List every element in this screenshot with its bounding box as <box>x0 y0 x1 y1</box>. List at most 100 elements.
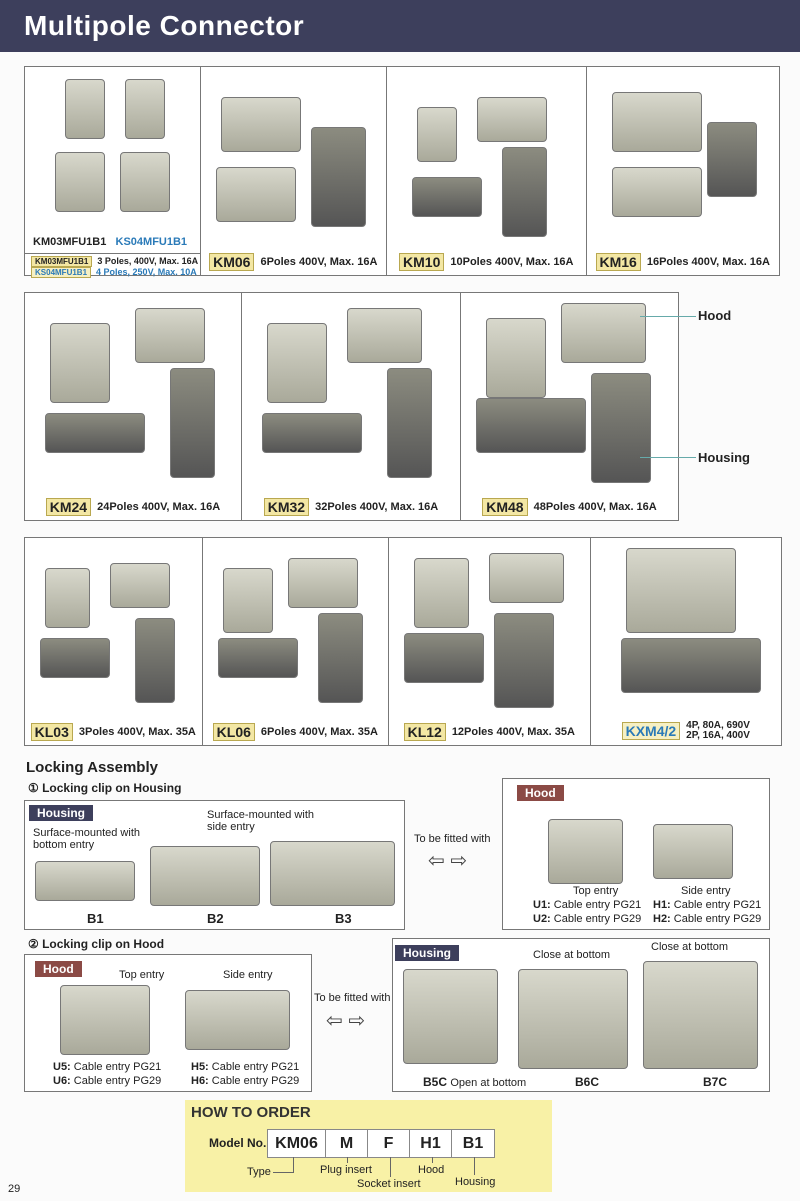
page-number: 29 <box>8 1183 21 1195</box>
type-label: Type <box>247 1166 271 1178</box>
plug-insert-label: Plug insert <box>320 1164 372 1176</box>
side-entry-label: Side entry <box>223 969 273 981</box>
close-bottom-label: Close at bottom <box>533 949 611 961</box>
model-code: KM16 <box>595 253 641 271</box>
product-km06: KM06 6Poles 400V, Max. 16A <box>201 67 388 275</box>
model-km03: KM03MFU1B1 <box>33 236 107 248</box>
part-hood: H1 <box>410 1130 452 1157</box>
socket-insert-label: Socket insert <box>357 1178 421 1190</box>
product-kl12: KL12 12Poles 400V, Max. 35A <box>389 538 591 745</box>
housing-label: Housing <box>455 1176 496 1188</box>
code-h2: H2: <box>653 913 671 925</box>
model-code: KXM4/2 <box>621 722 681 740</box>
b5c-description: Open at bottom <box>450 1077 527 1089</box>
code-h1: H1: <box>653 899 671 911</box>
u2-text: Cable entry PG29 <box>553 913 642 925</box>
spec-code: KS04MFU1B1 <box>31 267 92 278</box>
h1-text: Cable entry PG21 <box>673 899 762 911</box>
spec-text: 4P, 80A, 690V <box>686 720 750 731</box>
spec-text: 16Poles 400V, Max. 16A <box>646 256 770 268</box>
spec-text: 48Poles 400V, Max. 16A <box>533 501 657 513</box>
model-code: KL12 <box>403 723 446 741</box>
model-code: KM10 <box>399 253 445 271</box>
model-code: KL03 <box>30 723 73 741</box>
code-u1: U1: <box>533 899 551 911</box>
u1-text: Cable entry PG21 <box>553 899 642 911</box>
part-housing: B1 <box>462 1135 484 1152</box>
top-entry-label: Top entry <box>573 885 619 897</box>
spec-text: 32Poles 400V, Max. 16A <box>315 501 439 513</box>
section-2-title: ② Locking clip on Hood <box>28 937 165 951</box>
product-row-3: KL03 3Poles 400V, Max. 35A KL06 6Poles 400… <box>24 537 782 746</box>
double-arrow-icon: ⇦ ⇨ <box>428 850 468 872</box>
housing-clip-box: Housing Surface-mounted with bottom entr… <box>24 800 405 930</box>
h2-text: Cable entry PG29 <box>673 913 762 925</box>
close-bottom-label: Close at bottom <box>651 941 729 953</box>
model-code: KM48 <box>482 498 528 516</box>
hood-clip-box: Hood Top entry Side entry U5: Cable entr… <box>24 954 312 1092</box>
spec-text: 3Poles 400V, Max. 35A <box>78 726 196 738</box>
fitted-with-label: To be fitted with <box>314 992 391 1004</box>
callout-hood: Hood <box>698 308 732 323</box>
product-km03-ks04: KM03MFU1B1 KS04MFU1B1 KM03MFU1B1 3 Poles… <box>25 67 201 278</box>
u5-text: Cable entry PG21 <box>73 1061 162 1073</box>
product-kl03: KL03 3Poles 400V, Max. 35A <box>25 538 203 745</box>
spec-text: 4 Poles, 250V, Max. 10A <box>96 267 197 277</box>
model-code: KM06 <box>209 253 255 271</box>
spec-text: 6Poles 400V, Max. 16A <box>260 256 378 268</box>
double-arrow-icon: ⇦ ⇨ <box>326 1010 366 1032</box>
model-code: KM32 <box>263 498 310 516</box>
b5c-label: B5C <box>423 1075 448 1089</box>
u6-text: Cable entry PG29 <box>73 1075 162 1087</box>
b7c-label: B7C <box>703 1075 728 1089</box>
b1-description: Surface-mounted with bottom entry <box>33 827 140 851</box>
product-km16: KM16 16Poles 400V, Max. 16A <box>587 67 779 275</box>
b2-label: B2 <box>207 911 224 926</box>
housing-tag: Housing <box>395 945 459 961</box>
code-u6: U6: <box>53 1075 71 1087</box>
hood-tag: Hood <box>517 785 564 801</box>
h6-text: Cable entry PG29 <box>211 1075 300 1087</box>
fitted-with-label: To be fitted with <box>414 833 491 845</box>
b1-label: B1 <box>87 911 104 926</box>
page-header: Multipole Connector <box>0 0 800 52</box>
b3-label: B3 <box>335 911 352 926</box>
spec-text: 6Poles 400V, Max. 35A <box>260 726 378 738</box>
callout-housing: Housing <box>698 450 750 465</box>
spec-text: 10Poles 400V, Max. 16A <box>450 256 574 268</box>
b2-description: Surface-mounted with side entry <box>207 809 314 833</box>
spec-text: 2P, 16A, 400V <box>686 730 750 741</box>
page-title: Multipole Connector <box>24 10 305 41</box>
product-km48: KM48 48Poles 400V, Max. 16A <box>461 293 678 520</box>
hood-tag: Hood <box>35 961 82 977</box>
section-1-title: ① Locking clip on Housing <box>28 781 182 795</box>
how-to-order: HOW TO ORDER Model No. KM06 M F H1 B1 Ty… <box>185 1100 552 1192</box>
product-km10: KM10 10Poles 400V, Max. 16A <box>387 67 587 275</box>
code-u2: U2: <box>533 913 551 925</box>
product-row-1: KM03MFU1B1 KS04MFU1B1 KM03MFU1B1 3 Poles… <box>24 66 780 278</box>
locking-title: Locking Assembly <box>26 759 158 776</box>
hood-options-box: Hood Top entry Side entry U1: Cable entr… <box>502 778 770 930</box>
housing-tag: Housing <box>29 805 93 821</box>
part-plug: M <box>326 1130 368 1157</box>
code-u5: U5: <box>53 1061 71 1073</box>
model-code: KL06 <box>212 723 255 741</box>
code-h6: H6: <box>191 1075 209 1087</box>
h5-text: Cable entry PG21 <box>211 1061 300 1073</box>
model-number-boxes: KM06 M F H1 B1 <box>267 1129 495 1158</box>
spec-text: 12Poles 400V, Max. 35A <box>451 726 575 738</box>
code-h5: H5: <box>191 1061 209 1073</box>
model-label: Model No. <box>209 1136 267 1150</box>
order-title: HOW TO ORDER <box>191 1104 311 1121</box>
product-km32: KM32 32Poles 400V, Max. 16A <box>242 293 461 520</box>
product-kl06: KL06 6Poles 400V, Max. 35A <box>203 538 390 745</box>
b6c-label: B6C <box>575 1075 600 1089</box>
part-type: KM06 <box>268 1130 326 1157</box>
spec-text: 3 Poles, 400V, Max. 16A <box>97 256 199 266</box>
housing-options-box: Housing Close at bottom Close at bottom … <box>392 938 770 1092</box>
model-code: KM24 <box>45 498 92 516</box>
spec-code: KM03MFU1B1 <box>31 256 93 267</box>
